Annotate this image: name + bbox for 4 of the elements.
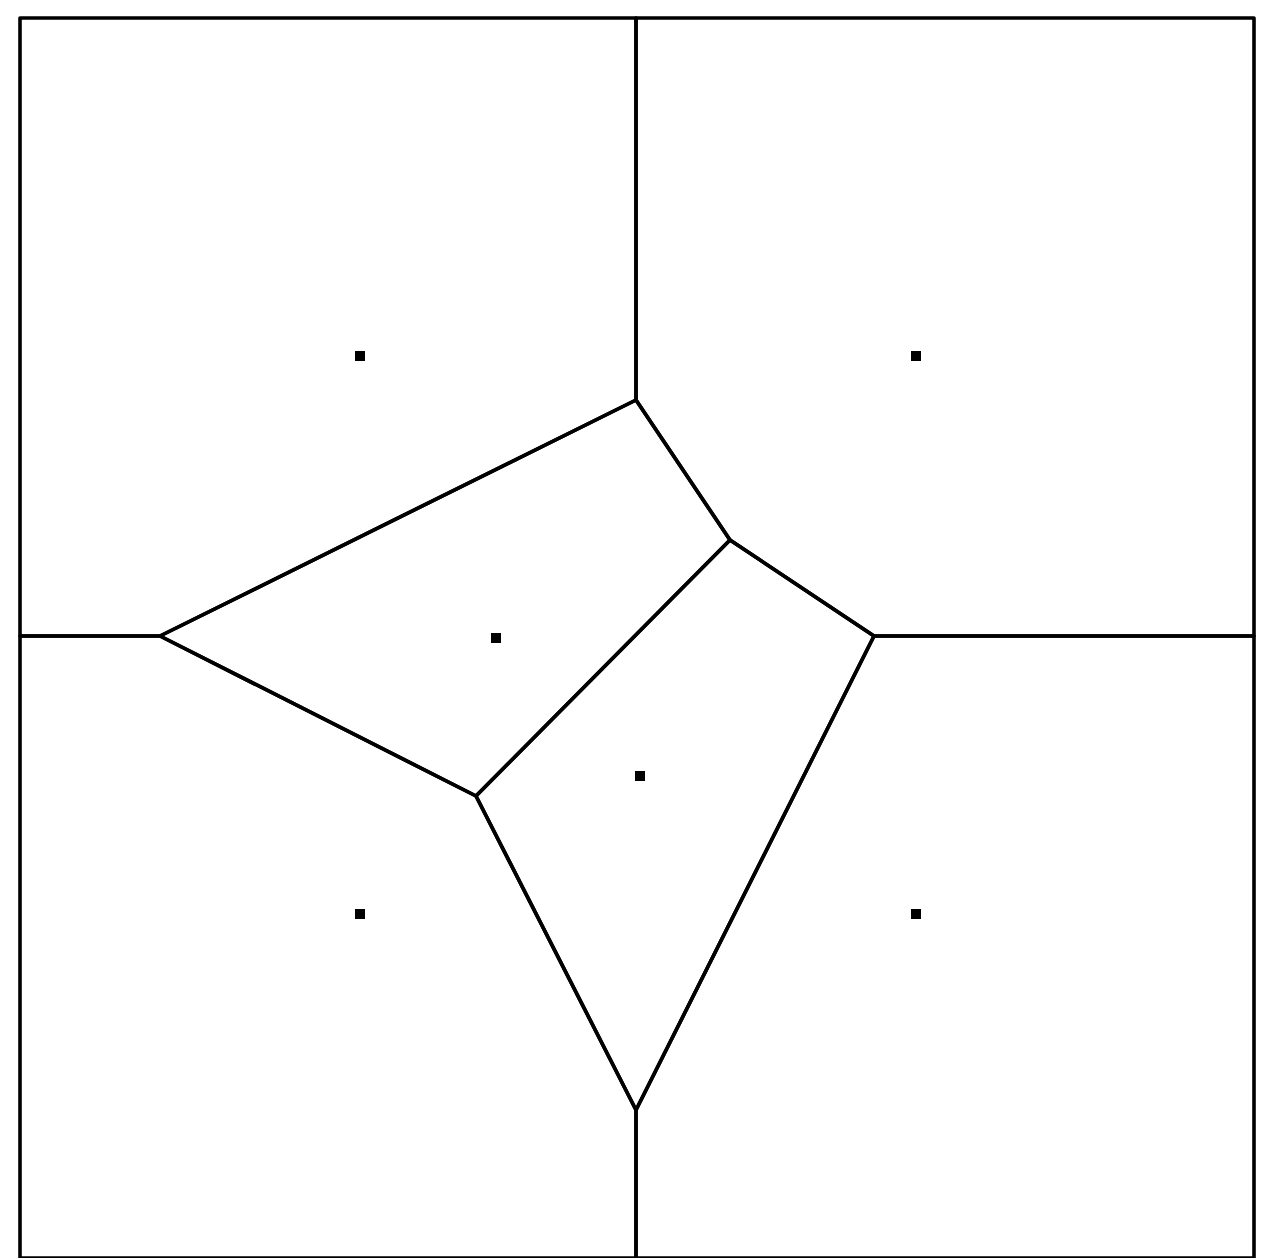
voronoi-cell [18, 634, 638, 1258]
voronoi-cell [18, 16, 638, 638]
voronoi-cell [634, 634, 1256, 1258]
voronoi-cell [634, 16, 1256, 638]
